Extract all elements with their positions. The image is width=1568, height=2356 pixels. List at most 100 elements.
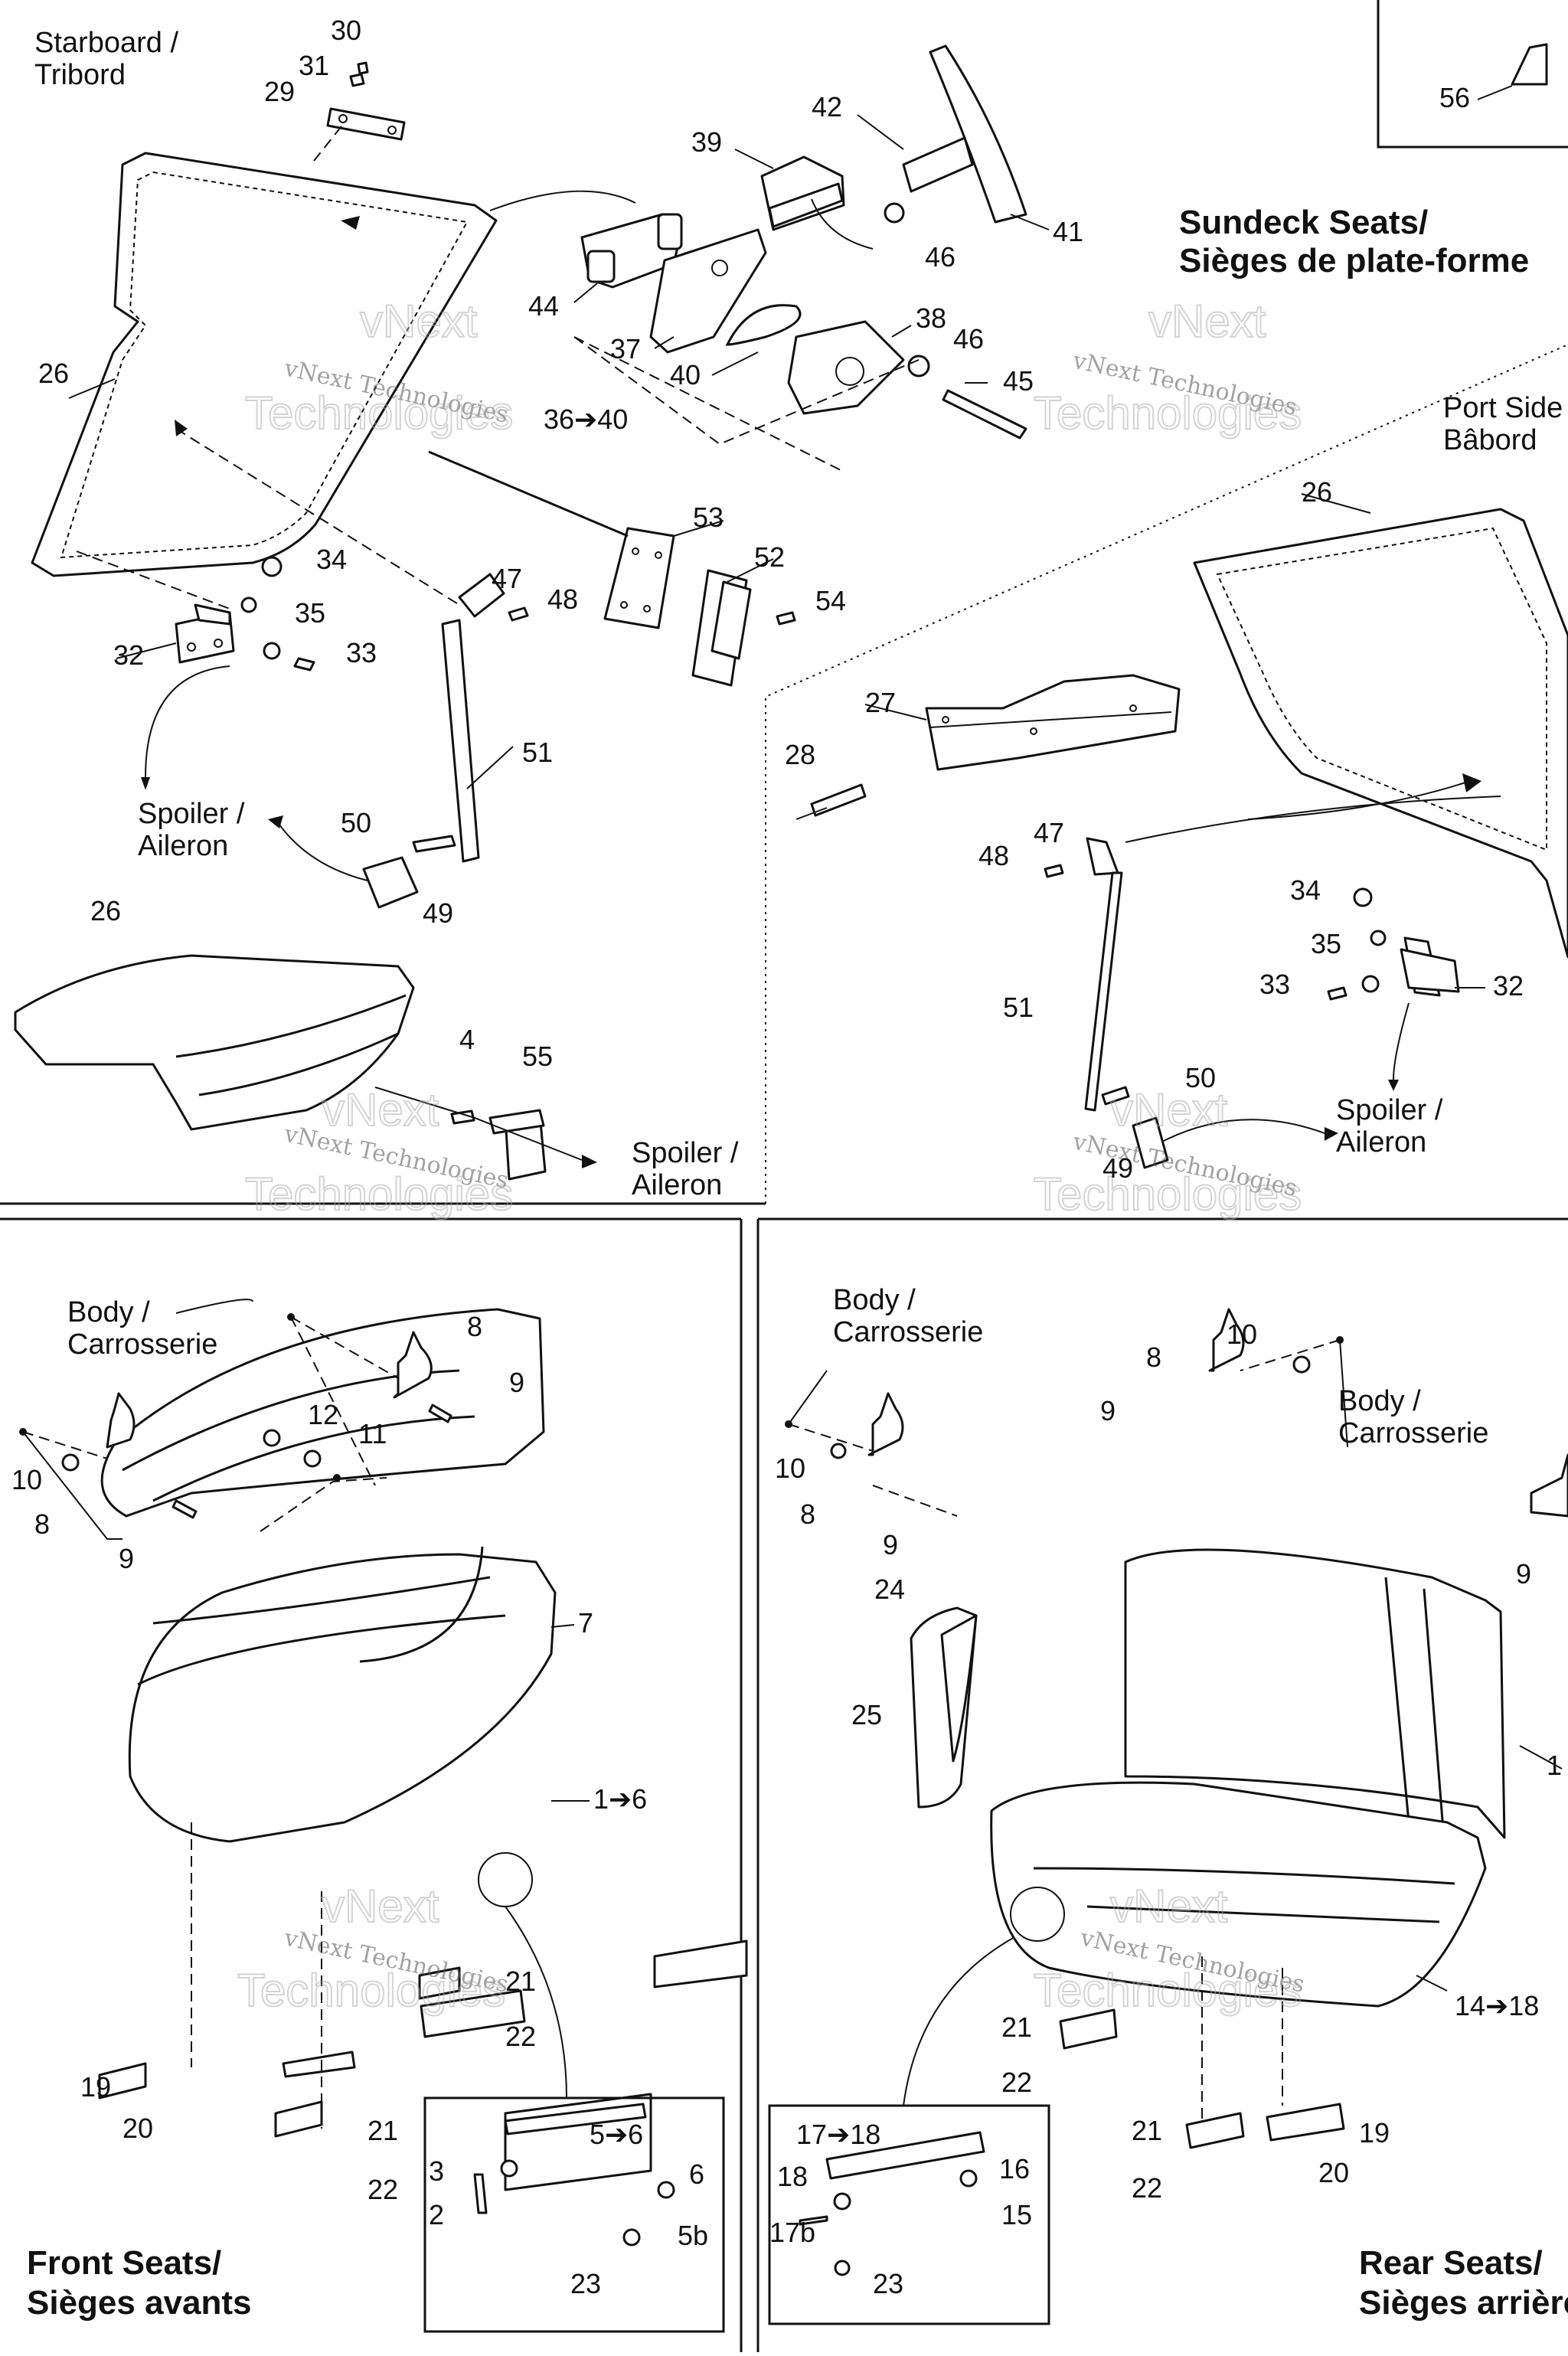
- callout-20a: 20: [122, 2113, 153, 2144]
- callout-15: 15: [1001, 2199, 1032, 2230]
- callout-35b: 35: [1311, 928, 1341, 959]
- callout-53: 53: [693, 502, 724, 533]
- front-body-caption-1: Body /: [67, 1296, 150, 1328]
- rear-seat-assembly: [768, 1308, 1568, 2325]
- callout-17b: 17b: [769, 2217, 815, 2248]
- callout-49b: 49: [1102, 1152, 1133, 1184]
- rear-seats-title-en: Rear Seats/: [1359, 2244, 1543, 2282]
- callout-34b: 34: [1290, 874, 1321, 906]
- watermark-outline-4b: Technologies: [1034, 1168, 1302, 1220]
- watermark-outline-5b: Technologies: [237, 1965, 505, 2016]
- callout-7: 7: [578, 1607, 593, 1639]
- callout-44: 44: [528, 290, 559, 322]
- callout-4: 4: [459, 1024, 475, 1055]
- callout-21a: 21: [505, 1966, 536, 1997]
- spoiler-caption-3b: Aileron: [1336, 1126, 1426, 1158]
- rear-body-caption-2b: Carrosserie: [1338, 1417, 1488, 1449]
- watermark-outline-1b: Technologies: [245, 387, 513, 439]
- starboard-hinge-plate-29: [313, 61, 406, 162]
- callout-39: 39: [691, 126, 722, 158]
- callout-8c: 8: [1146, 1341, 1161, 1373]
- front-seats-title-en: Front Seats/: [27, 2244, 221, 2282]
- callout-22a: 22: [505, 2021, 536, 2052]
- sundeck-title-en: Sundeck Seats/: [1179, 204, 1428, 241]
- front-body-caption-2: Carrosserie: [67, 1328, 217, 1361]
- callout-26a: 26: [38, 358, 69, 389]
- spoiler-caption-2a: Spoiler /: [632, 1137, 739, 1169]
- section-titles: Sundeck Seats/ Sièges de plate-forme Fro…: [27, 204, 1568, 2322]
- callout-20b: 20: [1318, 2157, 1349, 2188]
- callout-labels: 30 31 29 42 39 41 46 44 38 46 37 26 40 4…: [11, 15, 1562, 2299]
- leader-lines: [68, 114, 1563, 1992]
- callout-29: 29: [264, 76, 295, 107]
- callout-49a: 49: [423, 897, 453, 929]
- callout-10c: 10: [775, 1452, 805, 1484]
- callout-24: 24: [874, 1573, 905, 1605]
- callout-18: 18: [777, 2161, 808, 2192]
- starboard-caption-1: Starboard /: [34, 27, 178, 59]
- callout-34a: 34: [316, 544, 347, 575]
- spoiler-caption-2b: Aileron: [632, 1169, 722, 1201]
- watermark-outline-6a: vNext: [1110, 1881, 1228, 1932]
- watermark-outline-6b: Technologies: [1034, 1965, 1302, 2016]
- callout-37: 37: [610, 333, 641, 364]
- callout-6: 6: [689, 2158, 704, 2190]
- starboard-gas-strut-51: [175, 420, 529, 909]
- callout-32b: 32: [1493, 970, 1524, 1002]
- callout-8b: 8: [34, 1508, 50, 1540]
- spoiler-caption-1a: Spoiler /: [138, 798, 245, 830]
- callout-1-6: 1➔6: [593, 1783, 647, 1815]
- callout-31: 31: [299, 50, 329, 81]
- callout-14-18: 14➔18: [1455, 1990, 1539, 2021]
- callout-10a: 10: [11, 1464, 42, 1495]
- callout-41: 41: [1053, 216, 1083, 247]
- front-seat-assembly: [19, 1299, 748, 2333]
- callout-22c: 22: [1001, 2067, 1032, 2098]
- callout-9c: 9: [1100, 1395, 1116, 1426]
- callout-50a: 50: [341, 807, 371, 838]
- spoiler-caption-1b: Aileron: [138, 830, 228, 862]
- captions: Starboard / Tribord Port Side Bâbord Spo…: [34, 27, 1563, 1449]
- callout-48a: 48: [547, 583, 578, 615]
- callout-56: 56: [1439, 82, 1470, 113]
- callout-19a: 19: [80, 2071, 111, 2103]
- callout-40: 40: [670, 359, 701, 390]
- callout-19b: 19: [1359, 2117, 1390, 2149]
- watermark-outline-3b: Technologies: [245, 1168, 513, 1220]
- callout-55: 55: [522, 1041, 553, 1072]
- callout-36-40: 36➔40: [544, 404, 628, 435]
- callout-28: 28: [785, 739, 815, 770]
- callout-46b: 46: [953, 323, 984, 355]
- callout-48b: 48: [978, 840, 1009, 871]
- watermark-outline-2b: Technologies: [1034, 387, 1302, 439]
- port-caption-1: Port Side: [1443, 392, 1563, 424]
- callout-22b: 22: [368, 2174, 398, 2205]
- callout-8d: 8: [800, 1498, 815, 1530]
- callout-47a: 47: [492, 563, 522, 594]
- starboard-lower-hardware: [76, 551, 315, 790]
- rear-body-caption-2a: Body /: [1338, 1385, 1421, 1417]
- watermark-outline-5a: vNext: [322, 1881, 439, 1932]
- starboard-cushion-26: [14, 954, 597, 1181]
- callout-33a: 33: [346, 637, 377, 668]
- callout-23b: 23: [873, 2268, 903, 2299]
- rear-seats-title-fr: Sièges arrière: [1359, 2284, 1568, 2322]
- callout-26c: 26: [1302, 476, 1332, 508]
- callout-50b: 50: [1185, 1062, 1216, 1093]
- callout-12: 12: [308, 1399, 338, 1430]
- callout-54: 54: [815, 585, 846, 616]
- starboard-backrest: [31, 152, 498, 577]
- callout-21b: 21: [368, 2115, 398, 2146]
- port-caption-2: Bâbord: [1443, 424, 1537, 456]
- callout-47b: 47: [1034, 817, 1064, 848]
- callout-35a: 35: [295, 597, 325, 629]
- callout-23a: 23: [570, 2268, 601, 2299]
- callout-5b: 5b: [678, 2220, 708, 2251]
- callout-46a: 46: [925, 241, 956, 273]
- release-handle-assembly: [341, 44, 1027, 472]
- watermark-outline-1a: vNext: [360, 296, 478, 347]
- callout-26b: 26: [90, 895, 121, 926]
